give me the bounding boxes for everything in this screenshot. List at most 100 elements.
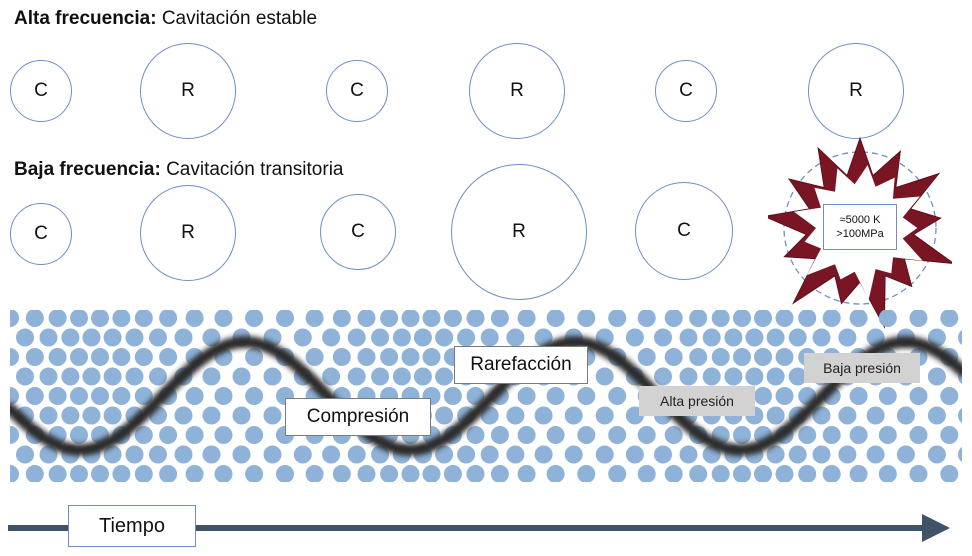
particle bbox=[70, 387, 88, 405]
particle bbox=[766, 406, 785, 425]
low-pressure-label: Baja presión bbox=[804, 353, 920, 383]
pressure-wave-panel: Compresión Rarefacción Alta presión Baja… bbox=[10, 310, 962, 482]
particle bbox=[401, 310, 420, 327]
particle bbox=[16, 367, 34, 386]
particle bbox=[788, 328, 807, 347]
particle bbox=[798, 426, 817, 444]
particle bbox=[534, 406, 553, 425]
particle bbox=[896, 445, 915, 464]
particle bbox=[16, 445, 34, 464]
particle bbox=[766, 445, 785, 464]
particle bbox=[202, 406, 221, 425]
particle bbox=[25, 387, 44, 405]
particle bbox=[689, 465, 708, 482]
high-freq-bubble-rarefaction-1: R bbox=[140, 43, 236, 139]
particle bbox=[82, 406, 101, 425]
particle bbox=[909, 426, 928, 444]
particle bbox=[754, 348, 772, 366]
particle bbox=[134, 465, 153, 482]
particle bbox=[822, 310, 841, 327]
particle bbox=[401, 348, 420, 366]
particle bbox=[664, 465, 683, 482]
particle bbox=[958, 408, 962, 423]
particle bbox=[849, 310, 868, 327]
particle bbox=[371, 328, 390, 347]
particle bbox=[134, 310, 153, 327]
particle bbox=[546, 465, 565, 482]
particle bbox=[202, 367, 221, 386]
particle bbox=[480, 328, 499, 347]
particle bbox=[245, 310, 264, 327]
particle bbox=[25, 465, 44, 482]
particle bbox=[392, 328, 411, 347]
particle bbox=[305, 465, 324, 482]
particle bbox=[357, 348, 376, 366]
particle bbox=[149, 367, 167, 386]
bubble-label: C bbox=[677, 220, 691, 241]
particle bbox=[25, 348, 44, 366]
collapse-bubble-outline bbox=[783, 151, 937, 305]
particle bbox=[70, 426, 88, 444]
particle bbox=[380, 465, 399, 482]
particle bbox=[711, 348, 730, 366]
particle bbox=[174, 445, 193, 464]
particle bbox=[517, 465, 536, 482]
particle bbox=[466, 310, 485, 327]
particle bbox=[276, 310, 294, 327]
particle bbox=[435, 328, 454, 347]
particle bbox=[347, 328, 366, 347]
particle bbox=[245, 465, 264, 482]
particle bbox=[577, 387, 596, 405]
particle bbox=[347, 445, 366, 464]
particle bbox=[546, 426, 565, 444]
particle bbox=[332, 465, 351, 482]
particle bbox=[103, 406, 122, 425]
particle bbox=[61, 367, 80, 386]
particle bbox=[263, 445, 282, 464]
collapse-conditions-box: ≈5000 K >100MPa bbox=[823, 204, 897, 250]
particle bbox=[849, 387, 868, 405]
particle bbox=[766, 367, 785, 386]
particle bbox=[125, 445, 144, 464]
particle bbox=[103, 367, 122, 386]
particle bbox=[435, 445, 454, 464]
particle bbox=[711, 465, 730, 482]
particle bbox=[733, 426, 751, 444]
particle bbox=[798, 310, 817, 327]
particle bbox=[61, 406, 80, 425]
bubble-label: R bbox=[849, 80, 863, 101]
particle bbox=[159, 465, 178, 482]
particle bbox=[506, 445, 525, 464]
particle bbox=[927, 367, 946, 386]
particle bbox=[82, 328, 101, 347]
particle bbox=[679, 367, 698, 386]
particle bbox=[927, 406, 946, 425]
compression-label: Compresión bbox=[285, 398, 431, 436]
particle bbox=[654, 367, 672, 386]
particle bbox=[357, 465, 376, 482]
particle bbox=[909, 310, 928, 327]
particle bbox=[788, 367, 807, 386]
particle bbox=[689, 310, 708, 327]
particle bbox=[174, 406, 193, 425]
high-freq-bubble-rarefaction-2: R bbox=[469, 43, 565, 139]
particle bbox=[245, 348, 264, 366]
bubble-label: C bbox=[34, 223, 48, 244]
particle bbox=[506, 328, 525, 347]
time-arrow-shaft bbox=[8, 525, 928, 531]
particle bbox=[534, 328, 553, 347]
particle bbox=[637, 426, 656, 444]
particle bbox=[788, 445, 807, 464]
particle bbox=[214, 310, 233, 327]
particle bbox=[422, 310, 441, 327]
particle bbox=[91, 465, 109, 482]
particle bbox=[775, 465, 794, 482]
particle bbox=[103, 445, 122, 464]
particle bbox=[866, 406, 885, 425]
particle bbox=[637, 465, 656, 482]
particle bbox=[775, 387, 794, 405]
particle bbox=[185, 426, 204, 444]
particle bbox=[745, 367, 764, 386]
particle bbox=[293, 328, 312, 347]
particle bbox=[608, 426, 627, 444]
